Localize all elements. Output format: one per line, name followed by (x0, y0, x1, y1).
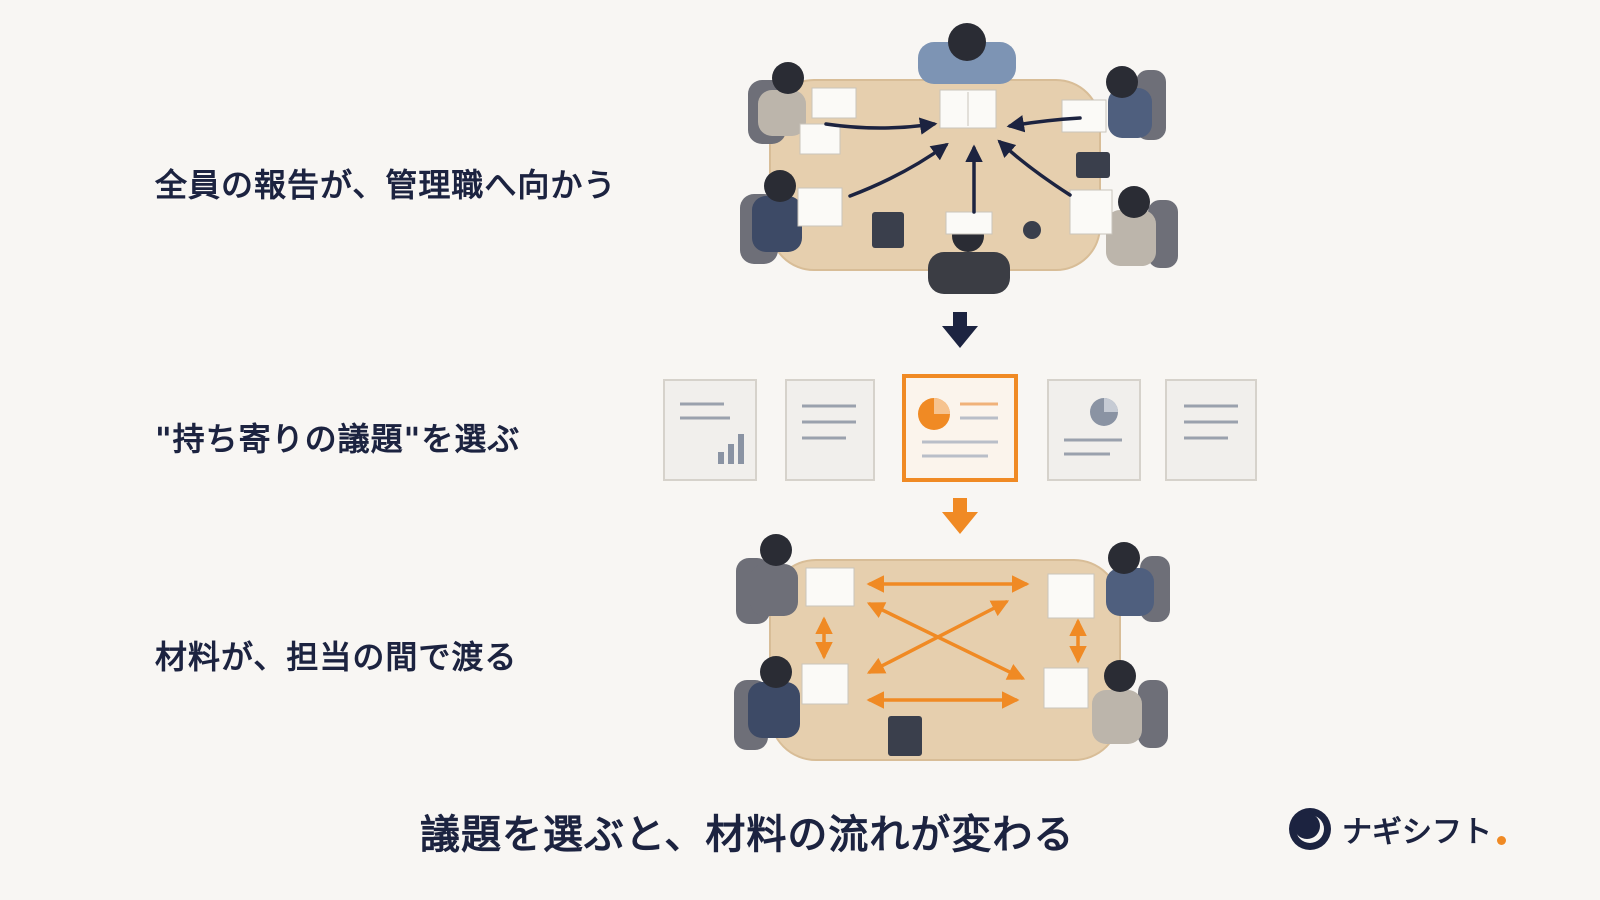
person-icon (1069, 186, 1178, 268)
row-label-materials-pass: 材料が、担当の間で渡る (155, 638, 518, 676)
bottom-meeting-scene (734, 534, 1170, 761)
notebook-icon (872, 212, 904, 248)
agenda-document-pie-chart (1047, 379, 1141, 481)
person-icon (736, 534, 855, 624)
person-icon (734, 656, 849, 750)
person-icon (1061, 66, 1166, 140)
top-meeting-scene (740, 23, 1178, 294)
manager-person-icon (918, 23, 1016, 129)
notebook-icon (888, 716, 922, 756)
person-icon (1043, 660, 1168, 748)
row-label-report-to-manager: 全員の報告が、管理職へ向かう (155, 166, 617, 204)
row-label-choose-agenda: "持ち寄りの議題"を選ぶ (155, 420, 521, 458)
coffee-cup-icon (1023, 221, 1041, 239)
brand-name: ナギシフト (1342, 815, 1492, 850)
brand-logo: ナギシフト (1288, 806, 1506, 852)
navy-down-arrow-icon (942, 312, 978, 348)
text-lines-icon (802, 404, 856, 440)
bar-chart-icon (718, 434, 744, 464)
summary-caption: 議題を選ぶと、材料の流れが変わる (420, 812, 1075, 858)
brand-dot (1497, 835, 1506, 845)
tablet-icon (1076, 152, 1110, 178)
orange-down-arrow-icon (942, 498, 978, 534)
agenda-document-text (1165, 379, 1257, 481)
crescent-moon-icon (1289, 808, 1331, 850)
agenda-document-selected (902, 374, 1018, 482)
pie-chart-icon (918, 398, 950, 430)
agenda-document-bar-chart (663, 379, 757, 481)
agenda-documents (663, 374, 1257, 482)
agenda-document-text (785, 379, 875, 481)
exchange-arrows (815, 575, 1087, 709)
pie-chart-icon (1090, 398, 1118, 426)
text-lines-icon (1184, 404, 1238, 440)
person-icon (1047, 542, 1170, 622)
person-icon (740, 170, 843, 264)
person-icon (928, 211, 1010, 294)
report-arrows (824, 115, 1082, 214)
person-icon (748, 62, 857, 155)
